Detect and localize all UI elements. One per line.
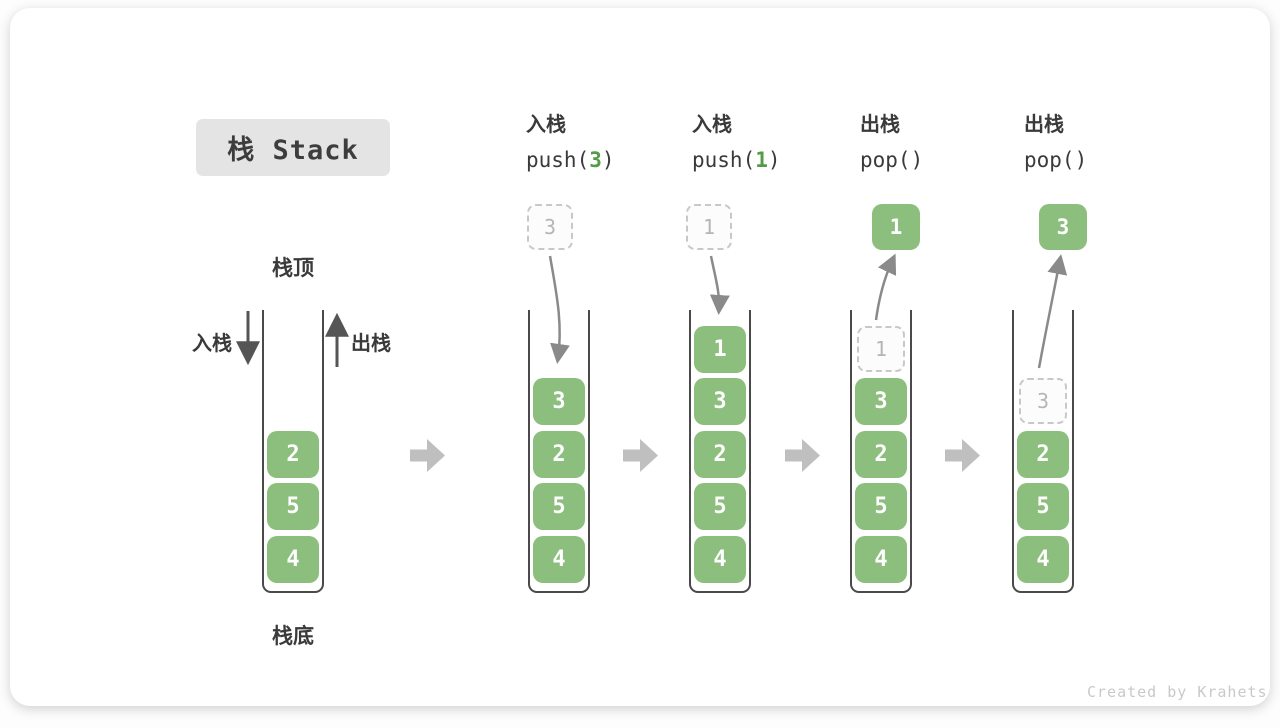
stack-container-pop-1 [850,310,912,593]
op-zh: 入栈 [526,112,566,136]
stack-cell: 5 [1017,483,1069,530]
op-code-post: ) [767,148,781,172]
op-code-pre: pop( [860,148,911,172]
op-label-pop-1: 出栈 pop() [860,112,923,172]
incoming-value-box: 3 [527,204,573,250]
popped-value-box: 3 [1039,204,1087,250]
op-code: push(1) [692,148,781,172]
op-code: pop() [860,148,923,172]
op-zh: 出栈 [860,112,900,136]
stack-cell: 3 [533,378,585,425]
stack-cell: 4 [533,536,585,583]
op-code-arg: 1 [755,148,768,172]
stack-bottom-label: 栈底 [272,624,314,648]
op-code: push(3) [526,148,615,172]
op-code-pre: push( [526,148,590,172]
title-text: 栈 Stack [227,135,359,166]
op-label-push-3: 入栈 push(3) [526,112,615,172]
stack-container-pop-3 [1012,310,1074,593]
op-code: pop() [1024,148,1087,172]
op-label-push-1: 入栈 push(1) [692,112,781,172]
op-code-pre: pop( [1024,148,1075,172]
op-code-arg: 3 [589,148,602,172]
op-code-post: ) [1074,148,1088,172]
stack-cell: 4 [694,536,746,583]
op-code-post: ) [910,148,924,172]
arrows-overlay [236,253,1068,472]
stack-container-push-3 [528,310,590,593]
popped-value-box: 1 [872,204,920,250]
stage-transition-arrow-icon [945,439,980,472]
removed-cell-ghost: 1 [857,326,905,372]
stack-cell: 5 [855,483,907,530]
stack-cell: 5 [267,483,319,530]
title-box: 栈 Stack [196,119,390,176]
op-code-post: ) [601,148,615,172]
push-curve-arrow-icon [709,255,730,315]
stack-cell: 2 [855,431,907,478]
stack-cell: 2 [694,431,746,478]
stack-cell: 4 [855,536,907,583]
stack-cell: 2 [533,431,585,478]
stage-transition-arrow-icon [623,439,658,472]
stack-cell: 3 [694,378,746,425]
removed-cell-ghost: 3 [1019,378,1067,424]
stack-cell: 1 [694,326,746,373]
stack-cell: 5 [533,483,585,530]
stack-cell: 4 [1017,536,1069,583]
stage-transition-arrow-icon [785,439,820,472]
stack-cell: 5 [694,483,746,530]
op-code-pre: push( [692,148,756,172]
stack-cell: 3 [855,378,907,425]
op-zh: 入栈 [692,112,732,136]
op-label-pop-3: 出栈 pop() [1024,112,1087,172]
stage-transition-arrow-icon [410,439,445,472]
stack-cell: 4 [267,536,319,583]
stack-container-push-1 [689,310,751,593]
op-zh: 出栈 [1024,112,1064,136]
pop-side-label: 出栈 [351,331,391,355]
stack-cell: 2 [267,431,319,478]
stack-cell: 2 [1017,431,1069,478]
push-side-label: 入栈 [192,331,232,355]
stack-container-initial [262,310,324,593]
diagram-card: 栈 Stack 栈顶 栈底 入栈 出栈 入栈 push(3) 入栈 push(1… [10,8,1270,706]
stack-top-label: 栈顶 [272,256,314,280]
watermark: Created by Krahets [1087,683,1268,701]
incoming-value-box: 1 [686,204,732,250]
